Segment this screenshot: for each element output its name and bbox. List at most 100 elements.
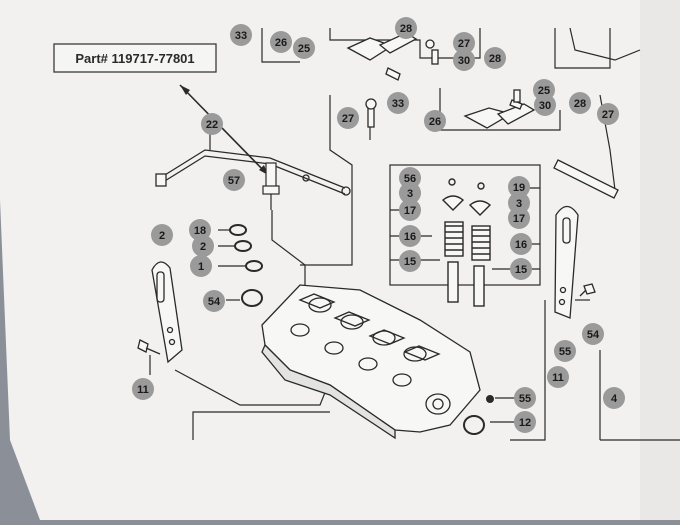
callout-1: 1 <box>190 255 212 277</box>
callout-number: 11 <box>552 372 564 384</box>
callout-number: 11 <box>137 384 149 396</box>
callout-number: 28 <box>489 53 501 65</box>
callout-balloon <box>484 47 506 69</box>
callout-number: 27 <box>342 113 354 125</box>
cylinder-head <box>261 284 481 440</box>
callout-number: 54 <box>587 329 600 341</box>
callout-balloon <box>201 113 223 135</box>
callout-number: 2 <box>200 241 206 253</box>
paper-shadow-right <box>640 0 680 520</box>
callout-number: 30 <box>539 100 551 112</box>
callout-balloon <box>453 49 475 71</box>
callout-number: 26 <box>429 116 441 128</box>
callout-33: 33 <box>387 92 409 114</box>
callout-17: 17 <box>508 207 530 229</box>
callout-balloon <box>453 32 475 54</box>
callout-balloon <box>399 250 421 272</box>
callout-balloon <box>597 103 619 125</box>
callout-balloon <box>510 258 532 280</box>
callout-number: 17 <box>404 205 416 217</box>
callout-27: 27 <box>597 103 619 125</box>
callout-number: 22 <box>206 119 218 131</box>
callout-number: 19 <box>513 182 525 194</box>
part-number-text: Part# 119717-77801 <box>75 51 194 66</box>
callout-number: 18 <box>194 225 206 237</box>
callout-number: 33 <box>235 30 247 42</box>
callout-2: 2 <box>192 235 214 257</box>
callout-balloon <box>508 207 530 229</box>
callout-number: 3 <box>516 198 522 210</box>
callout-17: 17 <box>399 199 421 221</box>
callout-balloon <box>293 37 315 59</box>
callout-number: 57 <box>228 175 240 187</box>
callout-balloon <box>510 233 532 255</box>
callout-11: 11 <box>132 378 154 400</box>
callout-15: 15 <box>399 250 421 272</box>
callout-balloon <box>337 107 359 129</box>
callout-number: 33 <box>392 98 404 110</box>
callout-number: 16 <box>515 239 527 251</box>
callout-balloon <box>603 387 625 409</box>
callout-balloon <box>203 290 225 312</box>
valve-springs <box>441 178 492 307</box>
callout-16: 16 <box>399 225 421 247</box>
callout-balloon <box>582 323 604 345</box>
callout-number: 16 <box>404 231 416 243</box>
callout-number: 56 <box>404 173 416 185</box>
callout-number: 30 <box>458 55 470 67</box>
callout-balloon <box>569 92 591 114</box>
callout-balloon <box>508 176 530 198</box>
callout-3: 3 <box>399 182 421 204</box>
callout-15: 15 <box>510 258 532 280</box>
callout-26: 26 <box>424 110 446 132</box>
callout-balloon <box>554 340 576 362</box>
callout-55: 55 <box>554 340 576 362</box>
callout-number: 4 <box>611 393 618 405</box>
callout-number: 27 <box>458 38 470 50</box>
callout-12: 12 <box>514 411 536 433</box>
callout-number: 26 <box>275 37 287 49</box>
callout-number: 25 <box>538 85 550 97</box>
callout-number: 28 <box>400 23 412 35</box>
callout-number: 27 <box>602 109 614 121</box>
callout-balloon <box>223 169 245 191</box>
callout-2: 2 <box>151 224 173 246</box>
callout-balloon <box>132 378 154 400</box>
callout-balloon <box>395 17 417 39</box>
callout-balloon <box>151 224 173 246</box>
callout-balloon <box>270 31 292 53</box>
callout-number: 2 <box>159 230 165 242</box>
callout-number: 15 <box>404 256 416 268</box>
callout-balloon <box>514 387 536 409</box>
callout-balloon <box>534 94 556 116</box>
callout-19: 19 <box>508 176 530 198</box>
callout-33: 33 <box>230 24 252 46</box>
callout-26: 26 <box>270 31 292 53</box>
callout-28: 28 <box>484 47 506 69</box>
callout-balloon <box>190 255 212 277</box>
callout-22: 22 <box>201 113 223 135</box>
callout-number: 3 <box>407 188 413 200</box>
callout-number: 15 <box>515 264 527 276</box>
callout-number: 1 <box>198 261 204 273</box>
callout-54: 54 <box>582 323 604 345</box>
callout-number: 17 <box>513 213 525 225</box>
callout-balloon <box>399 225 421 247</box>
callout-balloon <box>399 199 421 221</box>
callout-balloon <box>547 366 569 388</box>
glow-plug-lead <box>155 149 351 196</box>
callout-25: 25 <box>293 37 315 59</box>
callout-balloon <box>387 92 409 114</box>
callout-balloon <box>424 110 446 132</box>
part-number-label: Part# 119717-77801 <box>53 43 217 73</box>
callout-number: 54 <box>208 296 221 308</box>
callout-27: 27 <box>337 107 359 129</box>
lifting-eye-left <box>137 261 183 364</box>
callout-57: 57 <box>223 169 245 191</box>
callout-16: 16 <box>510 233 532 255</box>
callout-balloon <box>399 182 421 204</box>
glow-plug <box>262 162 280 210</box>
callout-55: 55 <box>514 387 536 409</box>
